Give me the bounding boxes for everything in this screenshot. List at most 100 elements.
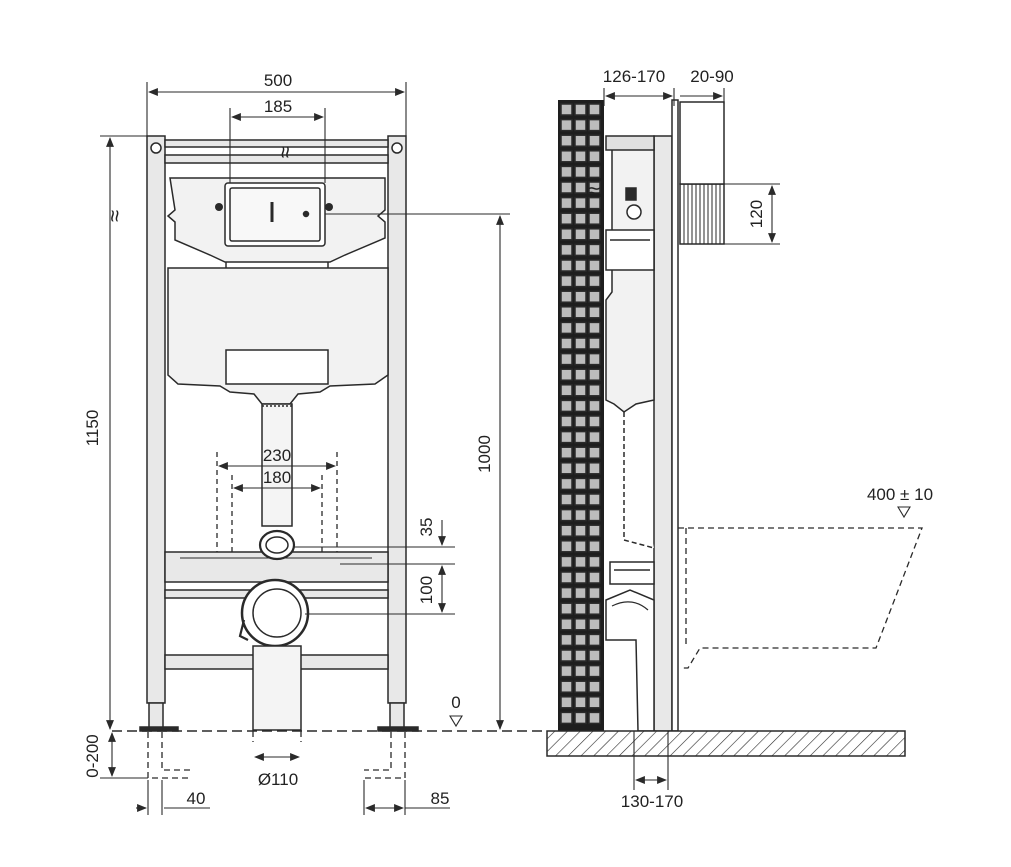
side-flush-bend	[623, 412, 655, 549]
tile-cell	[588, 524, 601, 537]
side-outlet-bend	[605, 589, 655, 732]
tile-cell	[560, 524, 573, 537]
bowl-fixing-rods	[216, 452, 338, 564]
tile-cell	[574, 633, 587, 647]
tile-cell	[588, 290, 601, 303]
dim-bolt-outer-label: 230	[263, 446, 291, 465]
tile-cell	[574, 181, 587, 194]
tile-cell	[560, 306, 573, 319]
tile-cell	[588, 259, 601, 272]
tile-cell	[560, 368, 573, 381]
tile-cell	[574, 352, 587, 366]
bowl-mounting-rail	[164, 551, 389, 583]
front-dimensions	[100, 82, 510, 815]
tile-cell	[560, 259, 573, 272]
dim-width-label: 500	[264, 71, 292, 90]
tile-cell	[574, 664, 587, 678]
dim-wall-thickness-label: 20-90	[690, 67, 733, 86]
tile-cell	[588, 337, 601, 350]
tile-cell	[560, 415, 573, 428]
tile-cell	[574, 446, 587, 459]
tile-cell	[560, 352, 573, 366]
tile-cell	[574, 462, 587, 475]
tile-cell	[560, 103, 573, 116]
tile-cell	[588, 696, 601, 709]
tile-cell	[574, 540, 587, 553]
frame-left-upright	[146, 135, 166, 704]
side-cistern-profile	[605, 139, 655, 413]
tile-cell	[588, 711, 601, 725]
tile-cell	[560, 664, 573, 678]
tile-cell	[560, 446, 573, 459]
tile-cell	[588, 586, 601, 600]
tile-cell	[574, 150, 587, 163]
tile-cell	[588, 103, 601, 116]
tile-cell	[574, 430, 587, 444]
tile-cell	[574, 524, 587, 537]
tile-cell	[560, 633, 573, 647]
tile-cell	[588, 415, 601, 428]
tile-cell	[560, 571, 573, 584]
flush-actuator-plate	[215, 182, 333, 247]
tile-cell	[560, 228, 573, 241]
flush-pipe	[261, 403, 293, 527]
tile-cell	[560, 196, 573, 210]
tile-cell	[588, 680, 601, 693]
tile-cell	[588, 555, 601, 569]
tile-cell	[560, 321, 573, 335]
tile-cell	[588, 446, 601, 459]
frame-right-upright	[387, 135, 407, 704]
tile-cell	[574, 337, 587, 350]
dim-inlet-offset-label: 35	[417, 518, 436, 537]
tile-cell	[574, 384, 587, 397]
tile-cell	[560, 384, 573, 397]
dim-inlet-pipe-label: 120	[747, 200, 766, 228]
dim-flush-height-label: 1000	[475, 435, 494, 473]
tile-cell	[588, 274, 601, 288]
frame-foot-left	[139, 702, 179, 732]
tile-cell	[560, 118, 573, 132]
tile-cell	[574, 477, 587, 491]
tile-cell	[560, 586, 573, 600]
tile-cell	[588, 493, 601, 506]
tile-cell	[574, 368, 587, 381]
dim-adjust-height-label: 0-200	[83, 734, 102, 777]
tile-cell	[588, 228, 601, 241]
tile-cell	[560, 711, 573, 725]
dim-bowl-height-label: 400 ± 10	[867, 485, 933, 504]
tile-cell	[574, 306, 587, 319]
tile-cell	[588, 384, 601, 397]
tile-cell	[560, 212, 573, 225]
tile-cell	[560, 134, 573, 147]
tile-cell	[588, 212, 601, 225]
floor-slab	[546, 730, 906, 757]
tile-cell	[560, 150, 573, 163]
outlet-pipe	[252, 645, 302, 731]
tile-cell	[574, 165, 587, 179]
side-view	[546, 99, 923, 757]
tile-cell	[560, 274, 573, 288]
water-inlet-symbol-left: ≈	[102, 210, 127, 222]
tile-cell	[588, 618, 601, 631]
tile-cell	[560, 399, 573, 413]
side-frame	[653, 99, 679, 732]
tile-cell	[588, 352, 601, 366]
tile-cell	[588, 196, 601, 210]
side-dimensions	[603, 88, 911, 790]
tile-cell	[560, 477, 573, 491]
tile-cell	[588, 649, 601, 662]
tile-cell	[588, 571, 601, 584]
dim-frame-depth-label: 126-170	[603, 67, 665, 86]
water-inlet-symbol-top: ≈	[273, 146, 298, 158]
tile-cell	[560, 181, 573, 194]
tile-cell	[588, 118, 601, 132]
tile-cell	[574, 196, 587, 210]
tile-cell	[588, 540, 601, 553]
tile-cell	[560, 680, 573, 693]
dim-bolts-to-outlet-label: 100	[417, 576, 436, 604]
tile-cell	[588, 306, 601, 319]
tile-cell	[574, 508, 587, 522]
water-inlet-symbol-side: ≈	[588, 178, 600, 203]
tile-cell	[574, 118, 587, 132]
tile-cell	[574, 680, 587, 693]
